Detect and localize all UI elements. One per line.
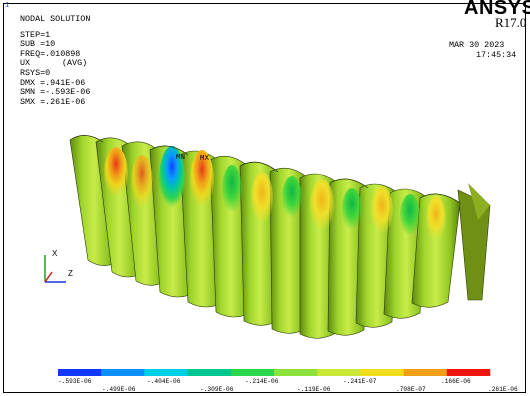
frequency-label: FREQ=.010898 — [20, 48, 81, 59]
legend-label-7: -.241E-07 — [343, 378, 377, 385]
contour-legend — [58, 369, 491, 376]
window-number: 1 — [5, 2, 10, 10]
triad-z-label: Z — [68, 269, 73, 278]
component-label: UX — [20, 58, 31, 69]
smx-label: SMX =.261E-06 — [20, 96, 86, 107]
legend-swatch — [446, 369, 491, 376]
ansys-logo: ANSYS — [464, 0, 530, 19]
legend-swatch — [144, 369, 188, 376]
legend-label-2: -.499E-06 — [102, 386, 136, 393]
legend-swatch — [230, 369, 275, 376]
smn-label: SMN =-.593E-06 — [20, 87, 91, 98]
legend-swatch — [101, 369, 145, 376]
step-label: STEP=1 — [20, 29, 51, 40]
legend-label-6: -.119E-06 — [297, 386, 331, 393]
legend-label-8: .708E-07 — [396, 386, 426, 393]
legend-swatch — [360, 369, 404, 376]
legend-swatch — [187, 369, 232, 376]
release-label: R17.0 — [495, 15, 527, 30]
rsys-label: RSYS=0 — [20, 67, 51, 78]
graphics-window-frame — [3, 3, 526, 393]
legend-label-4: -.309E-06 — [200, 386, 234, 393]
averaging-label: (AVG) — [62, 58, 88, 69]
max-marker: MX — [200, 155, 210, 163]
min-marker: MN — [176, 154, 186, 162]
legend-swatch — [274, 369, 318, 376]
axis-triad — [44, 255, 66, 283]
legend-swatch — [58, 369, 102, 376]
substep-label: SUB =10 — [20, 39, 56, 50]
triad-x-label: X — [52, 249, 58, 258]
date-label: MAR 30 2023 — [449, 40, 505, 50]
legend-swatch — [403, 369, 448, 376]
dmx-label: DMX =.941E-06 — [20, 77, 86, 88]
legend-label-3: -.404E-06 — [147, 378, 181, 385]
solution-title: NODAL SOLUTION — [20, 14, 91, 24]
legend-label-9: .166E-06 — [441, 378, 471, 385]
solution-info: NODAL SOLUTION STEP=1 SUB =10 FREQ=.0108… — [20, 15, 90, 107]
legend-swatch — [317, 369, 361, 376]
legend-label-10: .261E-06 — [488, 386, 518, 393]
legend-label-1: -.593E-06 — [58, 378, 92, 385]
legend-label-5: -.214E-06 — [245, 378, 279, 385]
time-label: 17:45:34 — [476, 50, 517, 60]
